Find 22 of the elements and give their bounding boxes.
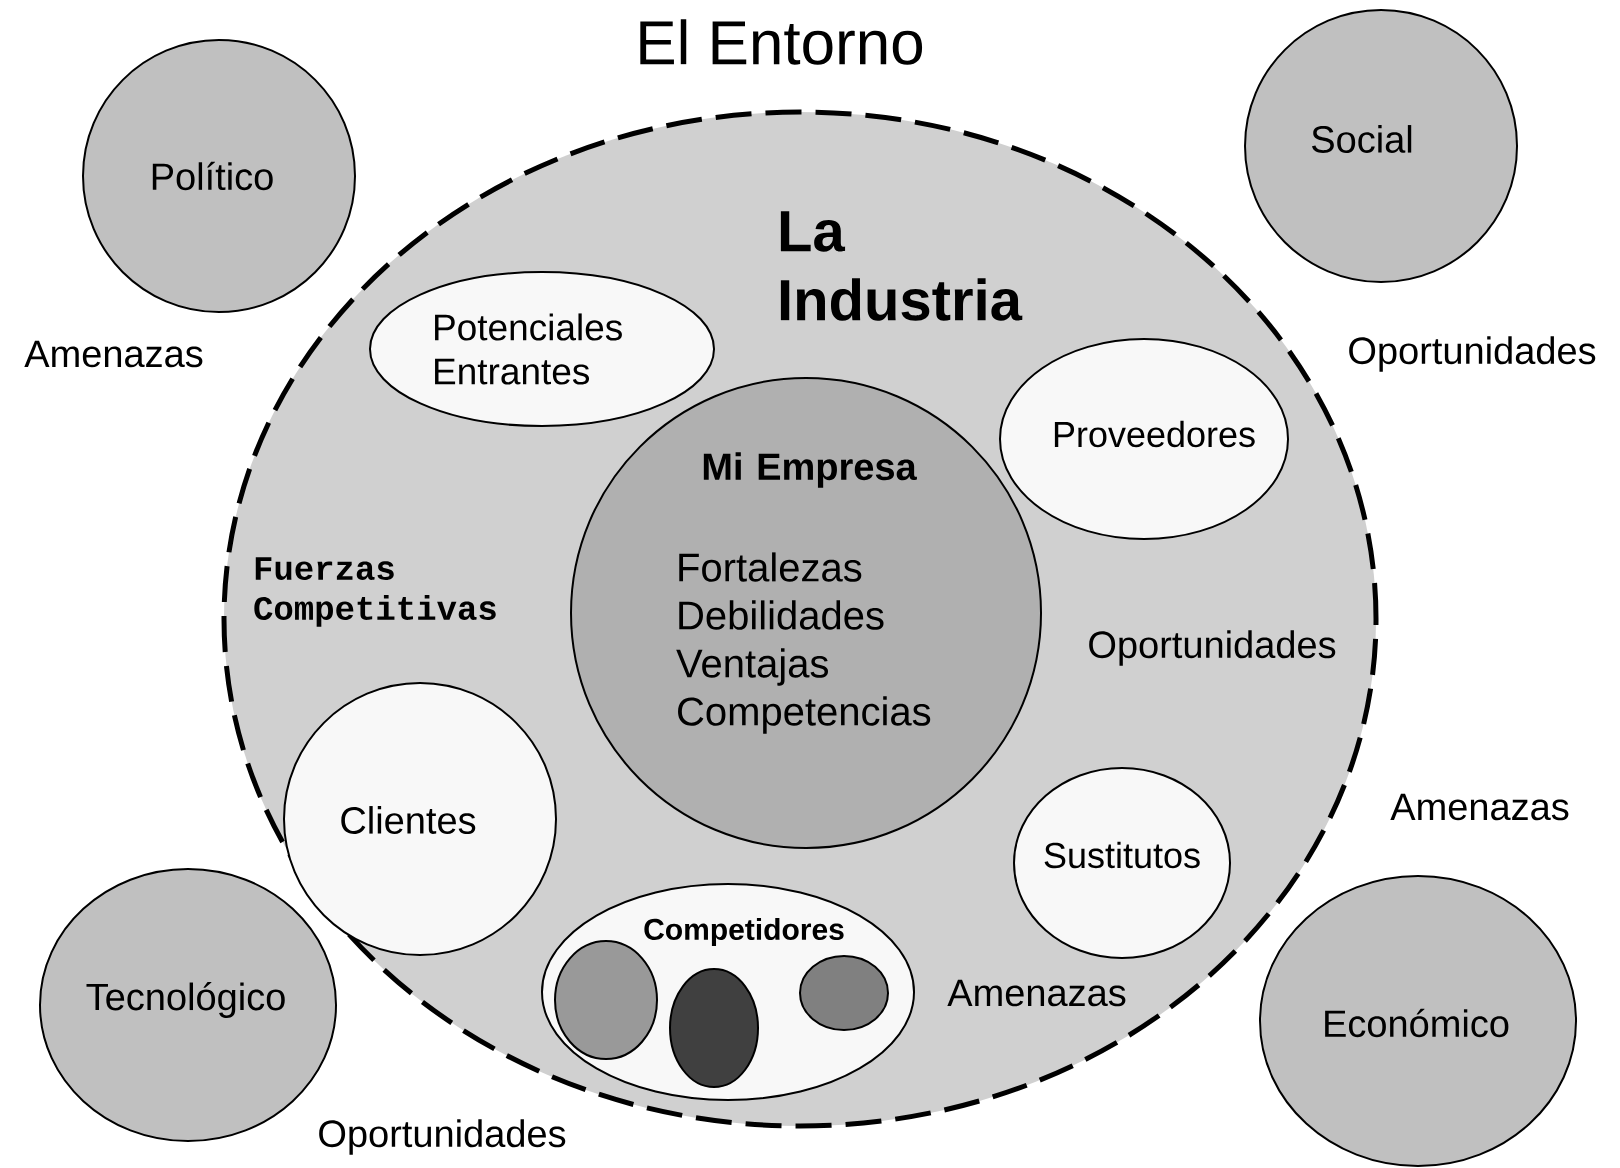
ellipse-shape — [669, 968, 759, 1088]
heading: La Industria — [780, 211, 1023, 321]
label: Económico — [1325, 1008, 1509, 1038]
label: Político — [152, 161, 273, 191]
label: Tecnológico — [86, 982, 285, 1018]
label-text: Oportunidades — [1089, 630, 1336, 666]
label-text: Amenazas — [1390, 793, 1569, 821]
label-text: Oportunidades — [1349, 336, 1596, 372]
label: Social — [1312, 125, 1412, 153]
label: Clientes — [341, 806, 476, 834]
ellipse-shape — [799, 955, 889, 1031]
label: Proveedores — [1054, 420, 1255, 448]
label: Potenciales Entrantes — [435, 313, 622, 385]
label-text: Oportunidades — [319, 1119, 566, 1155]
heading: Mi Empresa — [703, 452, 917, 488]
title: El Entorno — [640, 19, 923, 65]
text-list: Fortalezas Debilidades Ventajas Competencias — [676, 552, 931, 734]
heading: Competidores — [644, 918, 844, 946]
label-text: Amenazas — [24, 340, 203, 368]
label-text: Amenazas — [947, 979, 1126, 1007]
label-text: Fuerzas Competitivas — [254, 557, 496, 627]
label: Sustitutos — [1044, 841, 1200, 869]
